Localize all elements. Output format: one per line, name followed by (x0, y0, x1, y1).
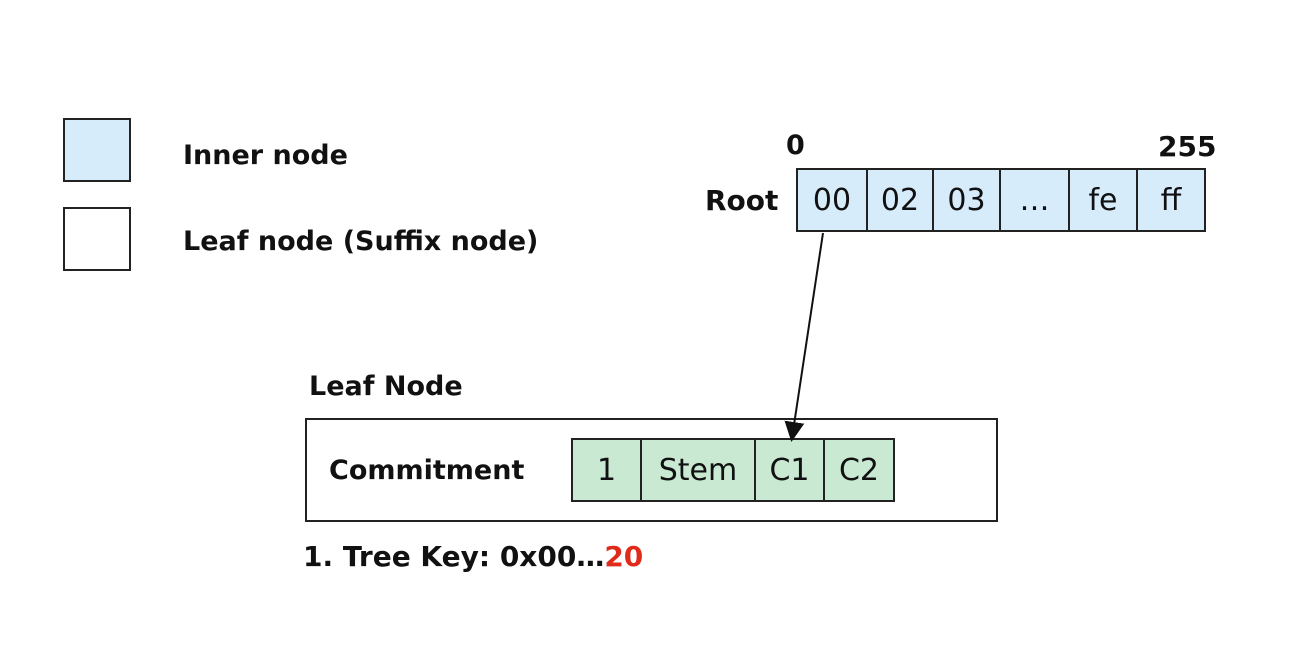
root-cell: 03 (934, 170, 1001, 230)
leaf-cell: C2 (838, 452, 880, 488)
root-cell: … (1001, 170, 1070, 230)
commitment-label: Commitment (329, 455, 525, 486)
leaf-node-cells: 1 Stem C1 C2 (571, 438, 895, 502)
leaf-cell: C1 (756, 440, 825, 500)
root-cell: 00 (798, 170, 868, 230)
tree-key-highlight: 20 (604, 540, 644, 573)
root-index-end: 255 (1158, 130, 1217, 163)
root-cell: 02 (868, 170, 934, 230)
root-label: Root (705, 184, 779, 217)
leaf-cell: 1 (573, 440, 642, 500)
leaf-cell: Stem (642, 440, 756, 500)
root-cell: ff (1160, 182, 1182, 218)
tree-key-prefix: 1. Tree Key: 0x00… (303, 540, 605, 573)
root-index-start: 0 (786, 130, 805, 161)
leaf-node-container (305, 418, 998, 522)
root-node: 00 02 03 … fe ff (796, 168, 1206, 232)
root-cell: fe (1070, 170, 1138, 230)
legend-leaf-label: Leaf node (Suffix node) (183, 226, 539, 257)
legend-leaf-swatch (63, 207, 131, 271)
legend-inner-label: Inner node (183, 140, 348, 171)
legend-inner-swatch (63, 118, 131, 182)
leaf-node-title: Leaf Node (309, 371, 463, 402)
tree-key-label: 1. Tree Key: 0x00…20 (303, 540, 643, 573)
